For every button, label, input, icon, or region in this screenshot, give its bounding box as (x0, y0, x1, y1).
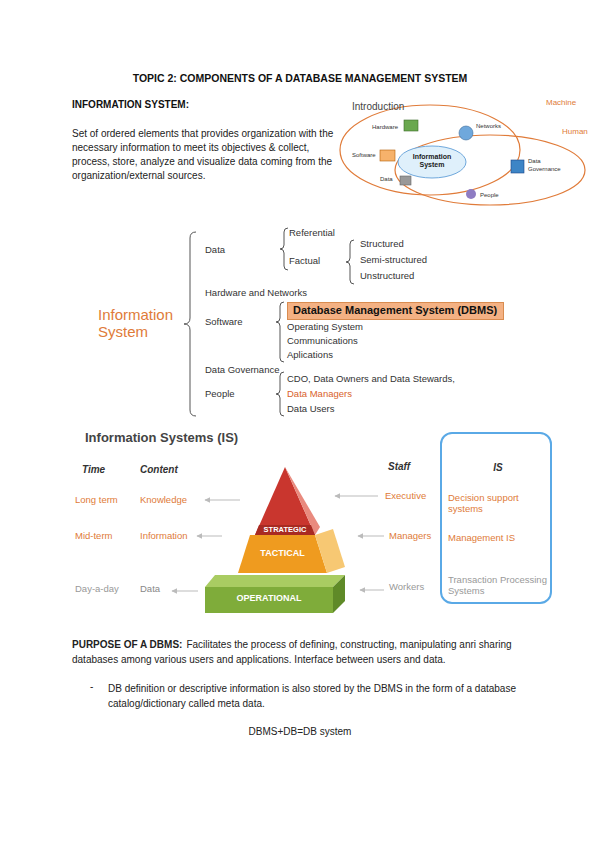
pyramid-face (238, 535, 327, 573)
pyramid-layer: STRATEGIC (250, 467, 320, 535)
column-header: Content (140, 464, 200, 477)
staff-label: Workers (389, 581, 439, 593)
pyramid-face (255, 467, 315, 535)
tree-item: Operating System (287, 321, 437, 333)
node-text: Transaction Processing Systems (448, 574, 548, 597)
staff-label: Managers (389, 530, 439, 542)
page-title: TOPIC 2: COMPONENTS OF A DATABASE MANAGE… (0, 72, 600, 85)
row-label: Knowledge (140, 494, 200, 506)
curly-brace (280, 228, 288, 270)
tree-item: Unstructured (360, 270, 460, 282)
tree-item: Hardware and Networks (205, 287, 335, 299)
pointer-arrow (172, 591, 198, 592)
pyramid-face (205, 587, 333, 613)
node-text: Management IS (448, 532, 548, 543)
pointer-arrow (360, 590, 384, 591)
staff-label: Executive (385, 490, 439, 502)
group-label: Machine (546, 98, 596, 108)
pointer-arrow (205, 500, 240, 501)
icon-label: Software (352, 152, 380, 160)
tree-item: CDO, Data Owners and Data Stewards, (287, 373, 487, 385)
column-header: Staff (388, 461, 438, 474)
tree-item: Referential (289, 227, 345, 239)
row-label: Data (140, 583, 170, 595)
paragraph-lead: PURPOSE OF A DBMS: (72, 639, 182, 650)
column-header: Time (82, 464, 132, 477)
curly-brace (346, 240, 354, 284)
tree-item: Data Managers (287, 388, 437, 400)
networks-icon (459, 126, 473, 140)
governance-icon (511, 160, 524, 173)
highlight-box: Database Management System (DBMS) (287, 302, 504, 320)
pyramid-face (205, 575, 345, 587)
curly-brace (276, 372, 284, 416)
curly-brace (184, 232, 196, 416)
pointer-arrow (358, 536, 384, 537)
bullet-mark: - (90, 681, 102, 694)
figure-heading: Information Systems (IS) (85, 430, 335, 446)
tree-item: Factual (289, 255, 345, 267)
pointer-arrow (197, 536, 222, 537)
paragraph: PURPOSE OF A DBMS:Facilitates the proces… (72, 637, 532, 667)
node-title: Information System (407, 153, 457, 170)
body-text: Set of ordered elements that provides or… (72, 127, 344, 183)
tree-item: People (205, 388, 275, 400)
pyramid-face (255, 525, 315, 535)
bullet-text: DB definition or descriptive information… (108, 681, 528, 711)
row-label: Day-a-day (75, 583, 137, 595)
node-title: OPERATIONAL (205, 593, 333, 604)
software-icon (380, 150, 395, 161)
node-title: STRATEGIC (255, 525, 315, 534)
icon-label: People (480, 192, 510, 200)
pyramid-layer: OPERATIONAL (205, 575, 347, 615)
icon-label: Data Governance (528, 158, 568, 173)
tree-item: Semi-structured (360, 254, 460, 266)
machine-ellipse (340, 105, 520, 195)
tree-item: Structured (360, 238, 460, 250)
is-box: IS Decision support systemsManagement IS T… (440, 432, 552, 604)
tree-item: Aplications (287, 349, 437, 361)
pyramid-face (333, 575, 345, 613)
row-label: Mid-term (75, 530, 137, 542)
tree-item: Communications (287, 335, 437, 347)
pyramid-layer: TACTICAL (230, 535, 348, 575)
pyramid-face (315, 529, 345, 573)
node-title: Database Management System (DBMS) (293, 304, 498, 317)
section-heading: INFORMATION SYSTEM: (72, 99, 372, 112)
pointer-arrow (335, 496, 378, 497)
curly-brace (276, 302, 284, 362)
human-ellipse (395, 135, 585, 205)
node-text: Decision support systems (448, 492, 540, 515)
pyramid-face (285, 467, 320, 535)
row-label: Information (140, 530, 196, 542)
hardware-icon (404, 120, 418, 131)
tree-root: Information System (98, 306, 180, 341)
icon-label: Hardware (372, 124, 404, 132)
node-title: TACTICAL (238, 548, 327, 559)
people-icon (466, 189, 476, 199)
tree-item: Software (205, 316, 275, 328)
formula: DBMS+DB=DB system (0, 726, 600, 739)
icon-label: Networks (476, 123, 516, 131)
icon-label: Data (380, 176, 400, 184)
node-shape (250, 467, 320, 535)
node-title: IS (442, 462, 554, 474)
tree-item: Data Users (287, 403, 437, 415)
data-icon (400, 176, 411, 185)
row-label: Long term (75, 494, 137, 506)
ellipse-outline (398, 146, 466, 178)
figure-heading: Introduction (352, 101, 432, 114)
system-ellipse: Information System (398, 146, 466, 178)
tree-item: Data (205, 244, 275, 256)
group-label: Human (562, 127, 596, 137)
